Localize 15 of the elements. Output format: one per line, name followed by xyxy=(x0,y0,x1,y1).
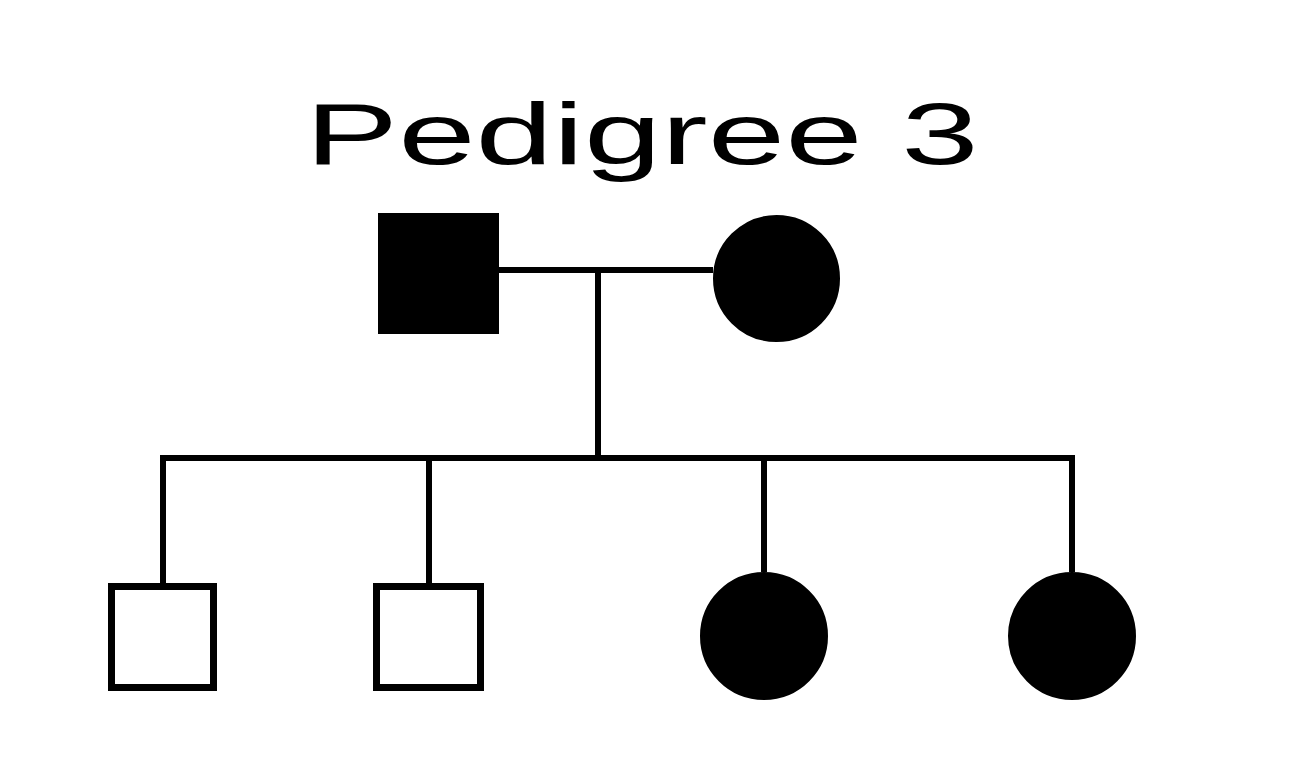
pedigree-line xyxy=(1069,461,1075,572)
pedigree-line xyxy=(499,267,598,273)
unaffected-male-symbol xyxy=(373,583,484,691)
pedigree-line xyxy=(761,461,767,572)
unaffected-male-symbol xyxy=(108,583,217,691)
pedigree-line xyxy=(160,461,166,583)
pedigree-line xyxy=(426,461,432,583)
pedigree-line xyxy=(160,455,429,461)
pedigree-line xyxy=(429,455,598,461)
pedigree-line xyxy=(598,455,764,461)
pedigree-line xyxy=(595,273,601,455)
pedigree-line xyxy=(764,455,1075,461)
affected-male-symbol xyxy=(378,213,499,334)
pedigree-line xyxy=(598,267,713,273)
diagram-title: Pedigree 3 xyxy=(304,84,980,184)
